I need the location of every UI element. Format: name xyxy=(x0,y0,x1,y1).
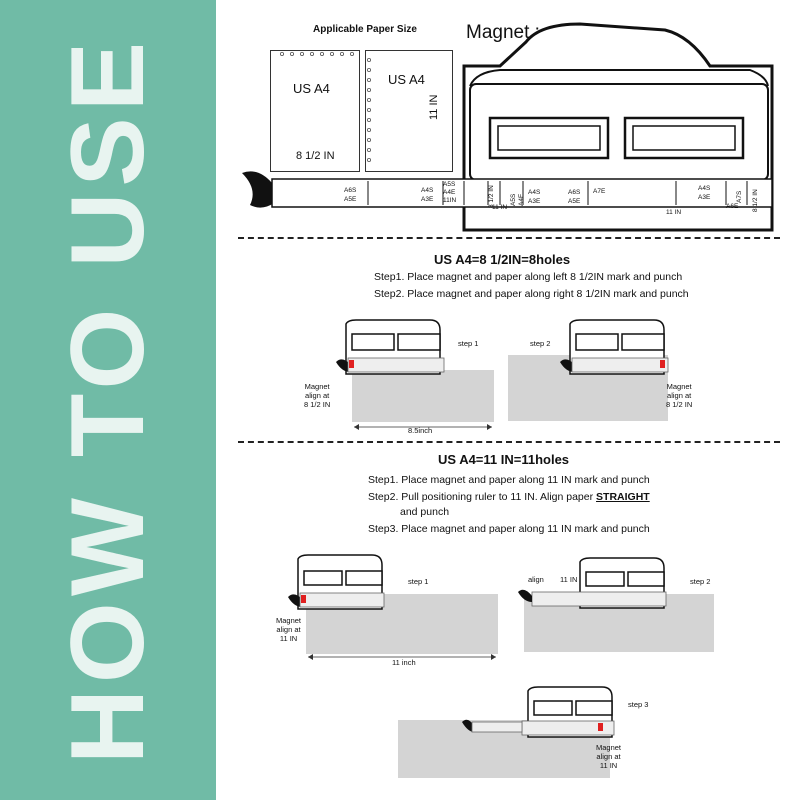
s2-fig1-label: step 1 xyxy=(408,577,429,586)
paper1-title: US A4 xyxy=(293,81,330,96)
s2-fig3-label: step 3 xyxy=(628,700,649,709)
s2-fig1-width-arrow xyxy=(308,654,496,660)
s2-fig2-11in-label: 11 IN xyxy=(560,575,578,584)
section2-step1: Step1. Place magnet and paper along 11 I… xyxy=(368,474,650,486)
positioning-ruler xyxy=(242,171,773,208)
paper2-holes xyxy=(367,58,372,163)
section2-step2-cont: and punch xyxy=(400,506,450,518)
section1-step1: Step1. Place magnet and paper along left… xyxy=(374,271,683,283)
s1-fig2-magnet xyxy=(660,360,665,368)
divider-1 xyxy=(238,237,780,239)
ruler-mark-a7e: A7E xyxy=(593,188,606,195)
s2-fig2-label: step 2 xyxy=(690,577,711,586)
paper1-holes xyxy=(280,52,355,57)
s1-fig1-puncher xyxy=(336,319,445,375)
s2-fig1-magnet xyxy=(301,595,306,603)
divider-2 xyxy=(238,441,780,443)
s2-fig2-align-label: align xyxy=(528,575,544,584)
s1-fig1-magnet xyxy=(349,360,354,368)
s1-fig1-width-label: 8.5inch xyxy=(408,426,433,435)
section1-step2: Step2. Place magnet and paper along righ… xyxy=(374,288,689,300)
s2-fig1-width-label: 11 inch xyxy=(392,658,416,667)
section2-step3: Step3. Place magnet and paper along 11 I… xyxy=(368,523,650,535)
paper2-size: 11 IN xyxy=(428,94,440,120)
section2-title: US A4=11 IN=11holes xyxy=(438,452,570,467)
s1-fig1-width-arrow xyxy=(354,424,492,430)
sidebar-panel: HOW TO USE xyxy=(0,0,216,800)
sidebar-title: HOW TO USE xyxy=(50,35,166,765)
ruler-mark-11in-right: 11 IN xyxy=(666,209,682,216)
s2-fig1-puncher xyxy=(288,554,385,610)
magnet-legend-label: Magnet : xyxy=(466,22,540,43)
s2-fig3-puncher xyxy=(521,686,615,738)
paper2-title: US A4 xyxy=(388,72,425,87)
section2-step2: Step2. Pull positioning ruler to 11 IN. … xyxy=(368,491,650,503)
s2-fig2-clip xyxy=(518,589,532,602)
s2-fig3-magnet xyxy=(598,723,603,731)
ruler-mark-11in-left: 11 IN xyxy=(492,204,508,211)
s1-fig2-label: step 2 xyxy=(530,339,551,348)
s1-fig1-paper xyxy=(352,370,494,422)
s2-fig3-ruler-extension xyxy=(462,719,523,733)
ruler-mark-8half-right: 8 1/2 IN xyxy=(752,189,759,212)
paper-us-a4-short xyxy=(270,50,360,172)
paper-us-a4-long xyxy=(365,50,453,172)
s1-fig1-label: step 1 xyxy=(458,339,479,348)
section1-title: US A4=8 1/2IN=8holes xyxy=(434,252,571,267)
paper1-size: 8 1/2 IN xyxy=(296,150,335,162)
s1-fig2-puncher xyxy=(560,319,669,375)
s2-fig2-puncher xyxy=(531,557,667,609)
applicable-paper-size-label: Applicable Paper Size xyxy=(313,24,417,35)
